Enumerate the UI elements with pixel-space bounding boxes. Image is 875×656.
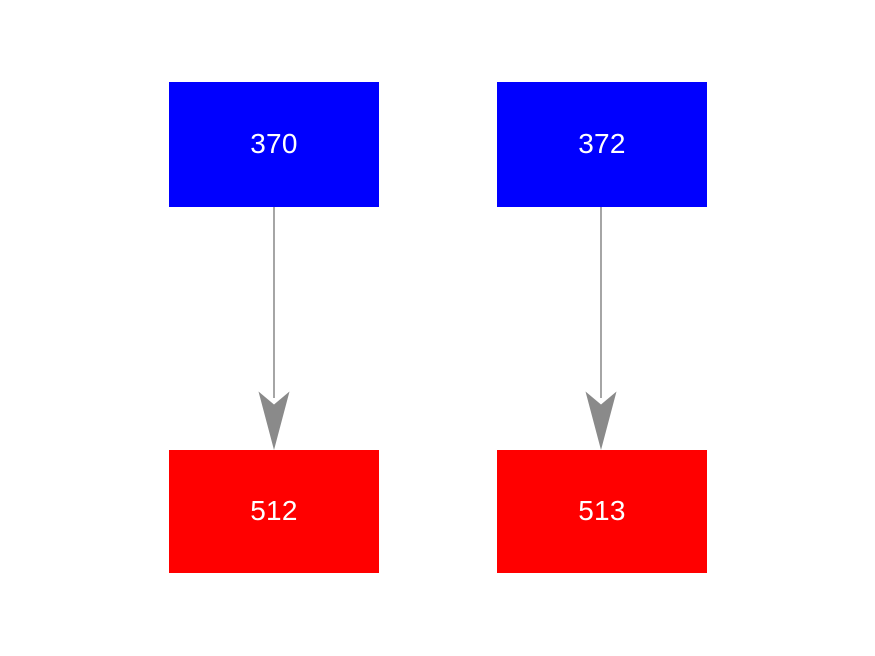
edge-372-to-513[interactable]	[585, 207, 617, 450]
arrowhead-icon	[258, 391, 290, 450]
arrowhead-icon	[585, 391, 617, 450]
node-label: 513	[578, 494, 626, 526]
node-370[interactable]: 370	[169, 82, 379, 207]
node-372[interactable]: 372	[497, 82, 707, 207]
edge-370-to-512[interactable]	[258, 207, 290, 450]
node-label: 370	[250, 127, 298, 159]
node-label: 372	[578, 127, 626, 159]
node-label: 512	[250, 494, 298, 526]
node-513[interactable]: 513	[497, 450, 707, 573]
node-512[interactable]: 512	[169, 450, 379, 573]
